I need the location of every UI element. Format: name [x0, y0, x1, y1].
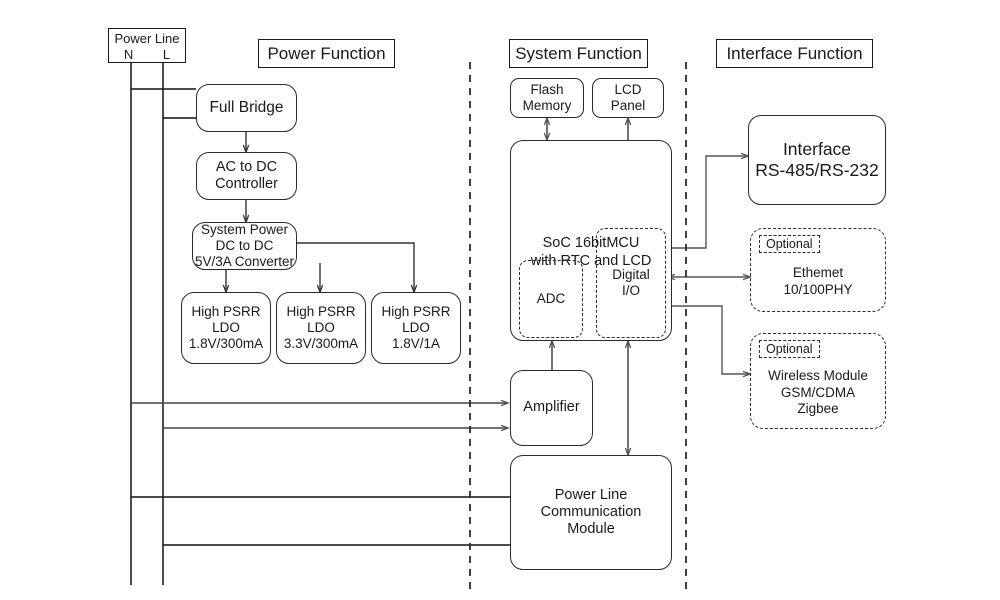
block-plc-module[interactable]: Power Line Communication Module	[510, 455, 672, 570]
block-interface-line1: Interface	[782, 139, 852, 160]
block-digital-io-line1: Digital	[612, 267, 650, 283]
mains-to-plc	[131, 496, 512, 546]
block-flash-line1: Flash	[530, 82, 564, 98]
power-line-label: Power Line	[114, 31, 180, 46]
block-system-power-line2: DC to DC	[215, 238, 274, 254]
block-ldo-3v3-300ma[interactable]: High PSRR LDO 3.3V/300mA	[276, 292, 366, 364]
block-ldo2-line1: High PSRR	[286, 304, 356, 320]
section-title-power-function: Power Function	[258, 39, 395, 68]
mains-to-full-bridge	[131, 88, 196, 119]
block-soc-line1: SoC 16bitMCU	[542, 235, 640, 252]
analog-digital-links	[552, 341, 628, 455]
section-title-interface-function: Interface Function	[716, 39, 873, 68]
block-ac-to-dc-line1: AC to DC	[215, 158, 278, 175]
mains-to-amplifier	[131, 403, 508, 428]
block-ldo2-line2: LDO	[307, 320, 335, 336]
block-system-power-line1: System Power	[200, 222, 289, 238]
block-ldo3-line3: 1.8V/1A	[391, 335, 441, 351]
power-line-neutral-label: N	[123, 47, 134, 62]
block-interface-rs[interactable]: Interface RS-485/RS-232	[748, 115, 886, 205]
block-amplifier-label: Amplifier	[523, 399, 580, 416]
io-to-interface-links	[664, 156, 750, 374]
block-interface-line2: RS-485/RS-232	[755, 160, 879, 180]
block-lcd-line2: Panel	[610, 98, 646, 113]
block-ac-to-dc-line2: Controller	[215, 176, 278, 192]
block-adc-label: ADC	[536, 291, 566, 307]
block-lcd-line1: LCD	[614, 82, 642, 98]
block-plc-line2: Communication	[540, 503, 642, 520]
block-lcd-panel[interactable]: LCD Panel	[592, 78, 664, 118]
block-digital-io[interactable]: Digital I/O	[596, 228, 666, 338]
block-ethernet-line2: 10/100PHY	[783, 282, 853, 297]
block-ldo-1v8-1a[interactable]: High PSRR LDO 1.8V/1A	[371, 292, 461, 364]
block-flash-memory[interactable]: Flash Memory	[510, 78, 584, 118]
section-title-power-label: Power Function	[267, 43, 386, 63]
block-ldo-1v8-300ma[interactable]: High PSRR LDO 1.8V/300mA	[181, 292, 271, 364]
mains-bus-lines	[130, 62, 164, 585]
section-dividers	[469, 62, 687, 594]
block-ldo3-line1: High PSRR	[381, 304, 451, 320]
block-system-power-line3: 5V/3A Converter	[194, 253, 295, 269]
block-ldo1-line1: High PSRR	[191, 304, 261, 320]
power-line-source: Power Line N L	[108, 28, 186, 63]
block-adc[interactable]: ADC	[519, 260, 583, 338]
wireless-optional-tag: Optional	[759, 340, 820, 358]
block-ldo1-line3: 1.8V/300mA	[188, 335, 264, 351]
block-ethernet-line1: Ethemet	[792, 265, 844, 281]
block-ldo2-line3: 3.3V/300mA	[283, 335, 359, 351]
power-line-live-label: L	[162, 47, 171, 62]
block-soc-mcu[interactable]: SoC 16bitMCU with RTC and LCD	[510, 140, 672, 341]
block-ethernet-phy[interactable]: Optional Ethemet 10/100PHY	[750, 228, 886, 312]
ethernet-body: Ethemet 10/100PHY	[751, 253, 885, 311]
wireless-body: Wireless Module GSM/CDMA Zigbee	[751, 358, 885, 428]
section-title-system-label: System Function	[515, 43, 642, 63]
block-plc-line3: Module	[567, 521, 615, 538]
block-digital-io-line2: I/O	[621, 283, 640, 298]
block-wireless-module[interactable]: Optional Wireless Module GSM/CDMA Zigbee	[750, 333, 886, 429]
block-system-power-dc-dc[interactable]: System Power DC to DC 5V/3A Converter	[192, 222, 297, 270]
block-ldo3-line2: LDO	[402, 320, 430, 336]
block-wireless-line1: Wireless Module	[768, 367, 868, 383]
block-plc-line1: Power Line	[554, 486, 628, 503]
section-title-system-function: System Function	[509, 39, 648, 68]
block-full-bridge-label: Full Bridge	[209, 98, 284, 116]
block-wireless-line3: Zigbee	[797, 401, 839, 417]
block-flash-line2: Memory	[522, 98, 572, 113]
ethernet-optional-tag: Optional	[759, 235, 820, 253]
block-amplifier[interactable]: Amplifier	[510, 370, 593, 446]
block-full-bridge[interactable]: Full Bridge	[196, 84, 297, 132]
block-soc-line2: with RTC and LCD	[530, 252, 652, 269]
block-ldo1-line2: LDO	[212, 320, 240, 336]
block-ac-to-dc-controller[interactable]: AC to DC Controller	[196, 152, 297, 200]
block-wireless-line2: GSM/CDMA	[780, 384, 856, 400]
soc-memory-links	[547, 118, 628, 140]
section-title-interface-label: Interface Function	[726, 43, 863, 63]
